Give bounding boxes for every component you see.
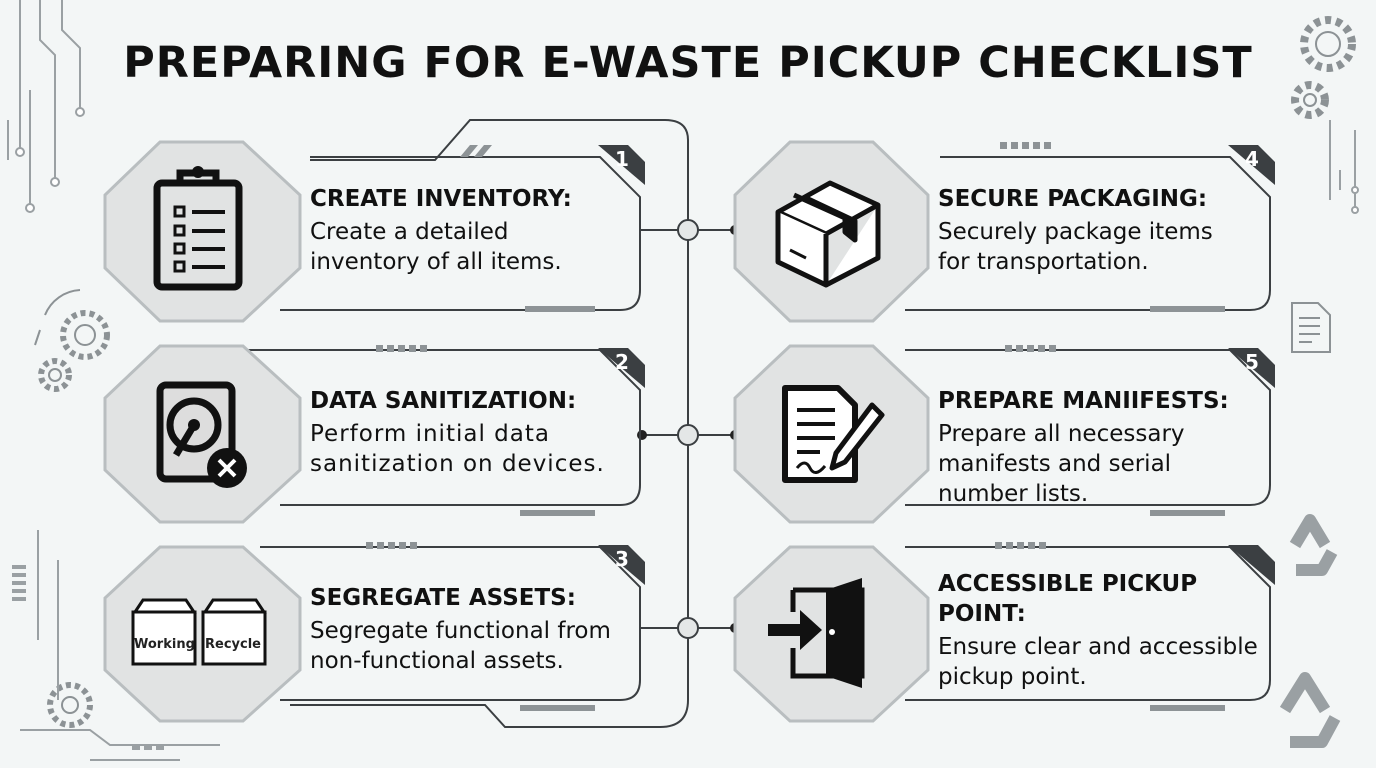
clipboard-checklist-icon (153, 166, 243, 291)
package-box-icon (775, 180, 881, 288)
card-frame-6 (905, 546, 1271, 701)
step-description: Ensure clear and accessible pickup point… (938, 634, 1258, 690)
step-number-3: 3 (615, 547, 629, 571)
gear-wrench-icon (1291, 16, 1356, 119)
sorted-boxes-icon (131, 598, 267, 666)
box-label-working: Working (134, 637, 195, 652)
step-heading: DATA SANITIZATION: (310, 388, 577, 414)
step-card-6: ACCESSIBLE PICKUP POINT: Ensure clear an… (938, 569, 1258, 692)
hard-drive-erase-icon (156, 381, 247, 488)
card-frame-3 (260, 546, 641, 701)
step-description: Segregate functional from non-functional… (310, 618, 611, 674)
card-frame-4 (905, 156, 1271, 311)
step-card-4: SECURE PACKAGING: Securely package items… (938, 184, 1258, 277)
step-description: Prepare all necessary manifests and seri… (938, 421, 1185, 507)
circuit-left-bottom (20, 530, 220, 761)
step-heading: ACCESSIBLE PICKUP POINT: (938, 571, 1198, 627)
step-description: Securely package items for transportatio… (938, 219, 1213, 275)
step-heading: CREATE INVENTORY: (310, 186, 572, 212)
circuit-left-top (7, 0, 81, 205)
step-card-2: DATA SANITIZATION: Perform initial data … (310, 386, 630, 479)
document-sign-icon (782, 385, 885, 483)
number-tab-1 (598, 145, 645, 185)
step-heading: PREPARE MANIIFESTS: (938, 388, 1229, 414)
card-frame-1 (280, 156, 641, 311)
step-number-4: 4 (1245, 147, 1259, 171)
recycle-icon (1279, 514, 1341, 748)
step-card-5: PREPARE MANIIFESTS: Prepare all necessar… (938, 386, 1258, 509)
step-card-3: SEGREGATE ASSETS: Segregate functional f… (310, 583, 630, 676)
exit-door-icon (768, 578, 865, 688)
step-heading: SECURE PACKAGING: (938, 186, 1208, 212)
card-frame-2 (240, 349, 641, 506)
step-heading: SEGREGATE ASSETS: (310, 585, 576, 611)
document-icon-decor (1291, 302, 1331, 353)
step-description: Perform initial data sanitization on dev… (310, 421, 605, 477)
gear-icon (38, 310, 110, 728)
step-number-2: 2 (615, 350, 629, 374)
step-description: Create a detailed inventory of all items… (310, 219, 562, 275)
box-label-recycle: Recycle (205, 637, 261, 652)
step-card-1: CREATE INVENTORY: Create a detailed inve… (310, 184, 630, 277)
card-frame-5 (905, 349, 1271, 506)
step-number-1: 1 (615, 147, 629, 171)
page-title: PREPARING FOR E-WASTE PICKUP CHECKLIST (123, 38, 1253, 88)
step-number-5: 5 (1245, 350, 1259, 374)
